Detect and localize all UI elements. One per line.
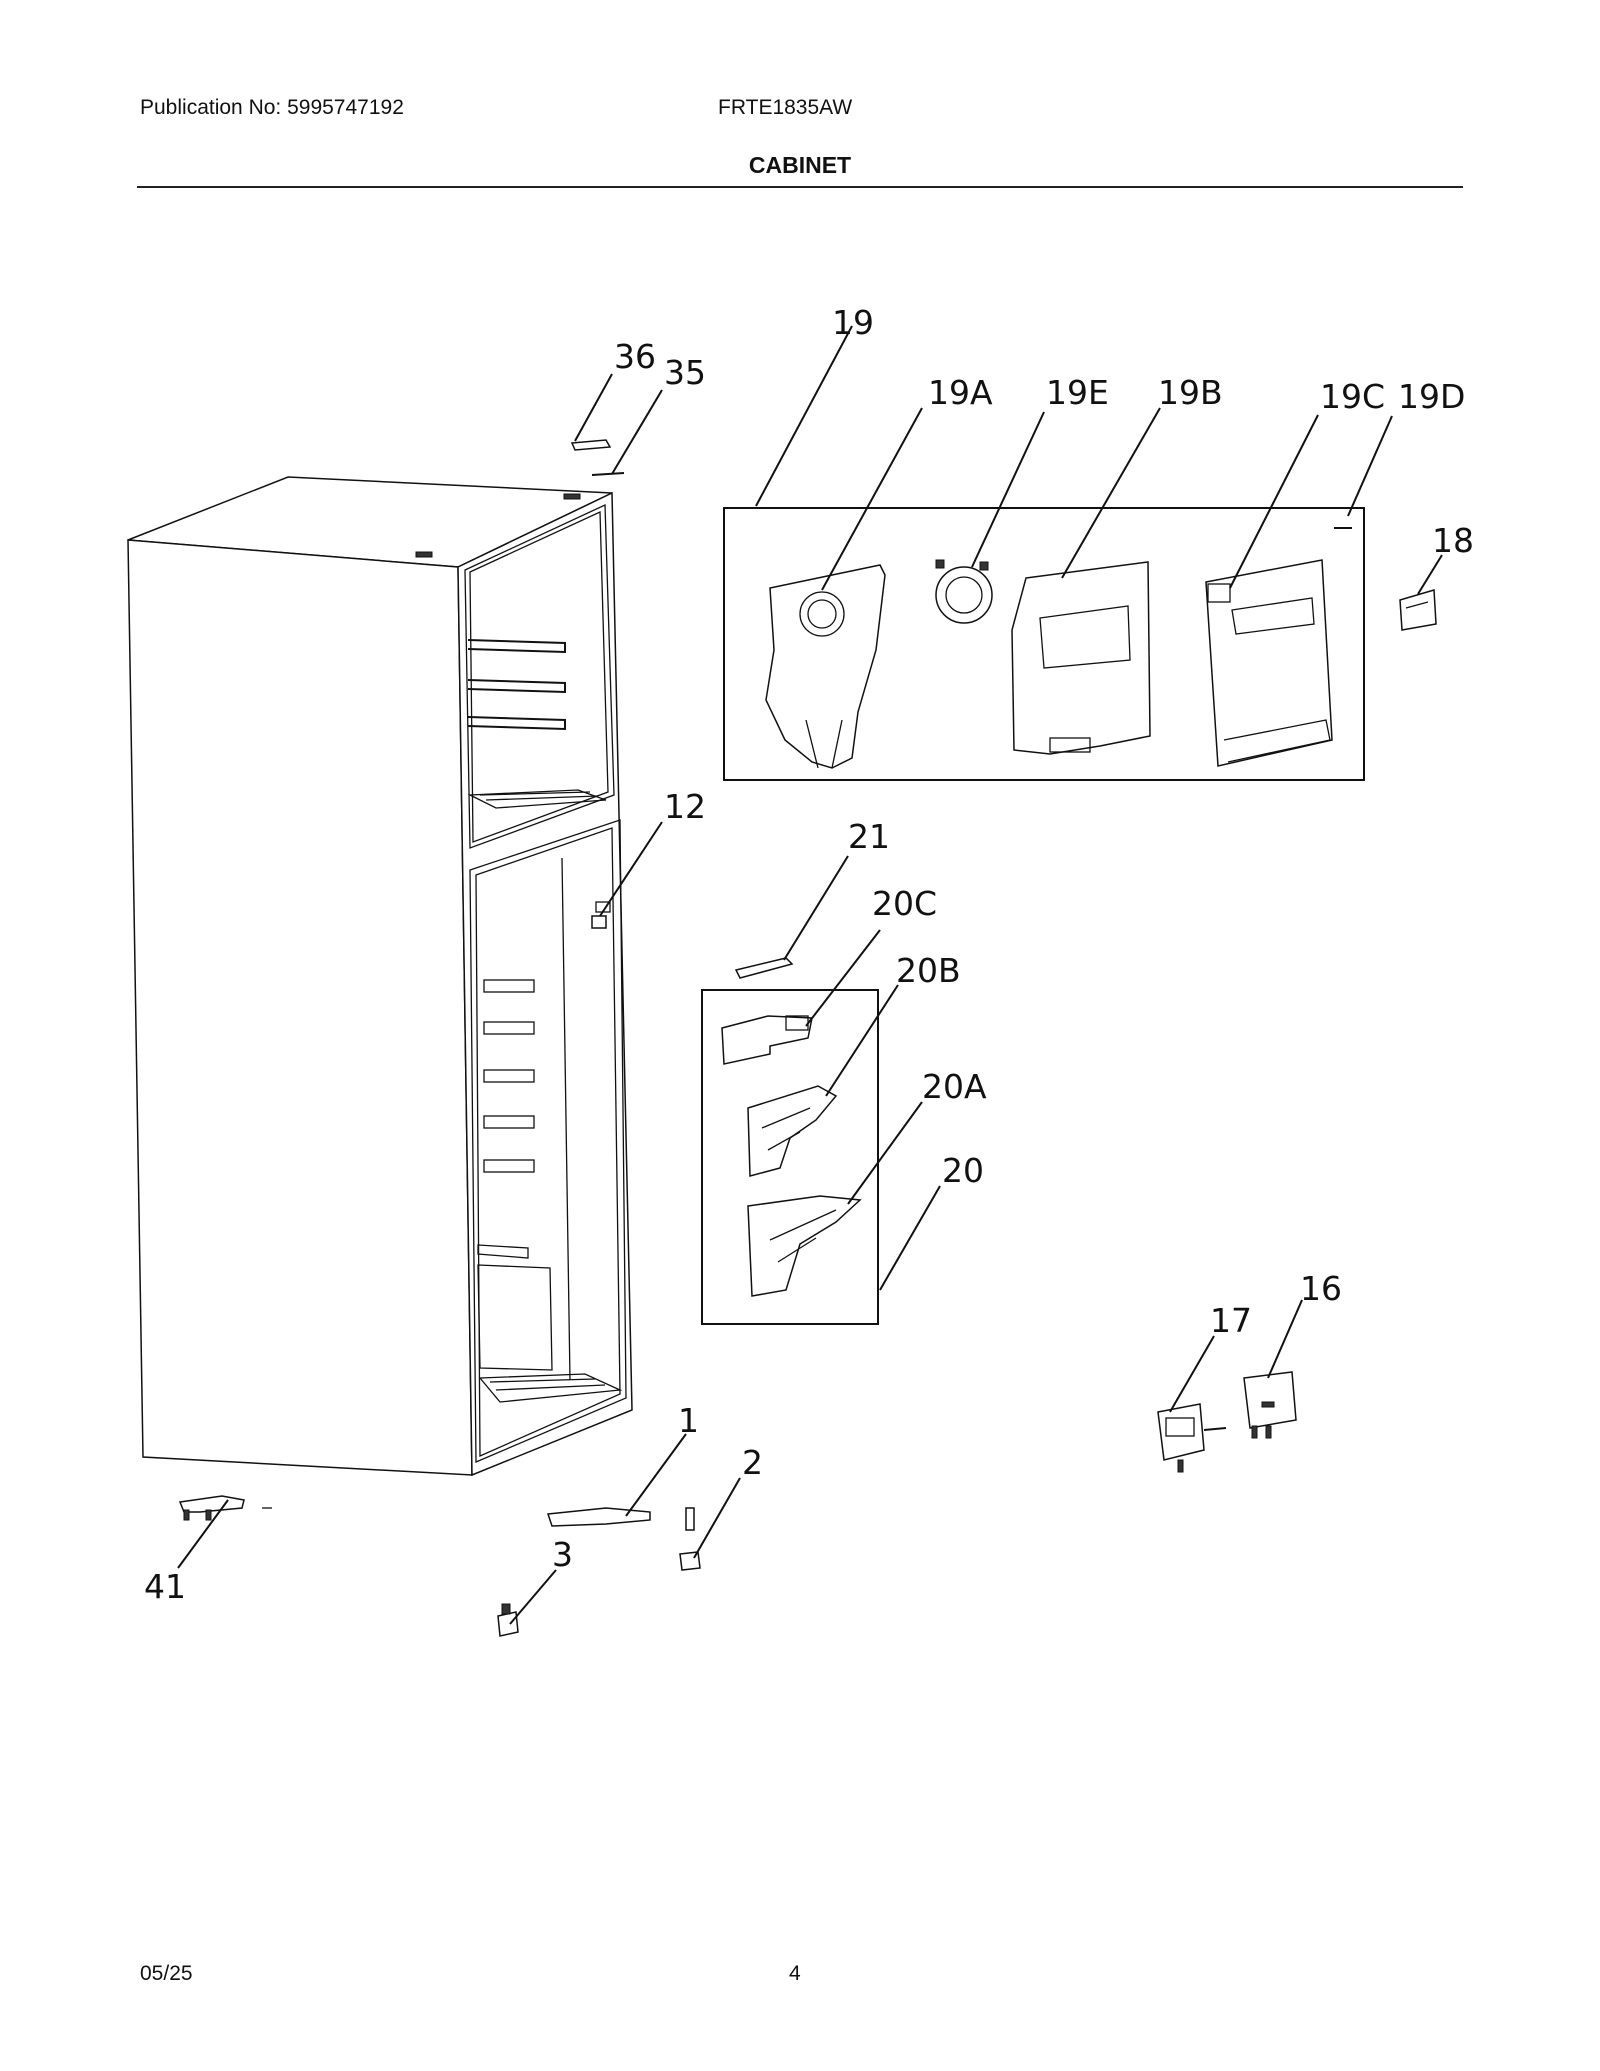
part-2: 2 — [679, 1443, 763, 1571]
part-12: 12 — [591, 787, 706, 929]
callout-19B: 19B — [1158, 373, 1223, 412]
part-3: 3 — [497, 1535, 573, 1637]
callout-19E: 19E — [1046, 373, 1109, 412]
part-36-35: 36 35 — [570, 337, 706, 476]
section-title: CABINET — [748, 152, 852, 178]
cabinet-body — [127, 476, 633, 1477]
callout-21: 21 — [848, 817, 890, 856]
page-number: 4 — [789, 1962, 801, 1985]
callout-18: 18 — [1432, 521, 1474, 560]
part-20-assembly: 20C 20B 20A 20 — [701, 884, 987, 1325]
callout-20A: 20A — [922, 1067, 987, 1106]
part-16: 16 — [1243, 1269, 1342, 1439]
callout-16: 16 — [1300, 1269, 1342, 1308]
callout-41: 41 — [144, 1567, 186, 1606]
part-19-assembly: 19 19A 19E 19B 19C 19D — [723, 303, 1465, 781]
part-21: 21 — [734, 817, 890, 979]
part-1: 1 — [546, 1401, 699, 1527]
callout-17: 17 — [1210, 1301, 1252, 1340]
part-41: 41 — [144, 1495, 272, 1606]
callout-1: 1 — [678, 1401, 699, 1440]
header-divider — [137, 186, 1463, 188]
part-17: 17 — [1157, 1301, 1252, 1473]
callout-19A: 19A — [928, 373, 993, 412]
callout-19D: 19D — [1398, 377, 1465, 416]
part-18: 18 — [1399, 521, 1474, 631]
callout-19C: 19C — [1320, 377, 1385, 416]
callout-36: 36 — [614, 337, 656, 376]
footer-date: 05/25 — [140, 1962, 193, 1985]
callout-20: 20 — [942, 1151, 984, 1190]
callout-20C: 20C — [872, 884, 937, 923]
callout-35: 35 — [664, 353, 706, 392]
model-number: FRTE1835AW — [718, 96, 853, 119]
callout-2: 2 — [742, 1443, 763, 1482]
callout-3: 3 — [552, 1535, 573, 1574]
callout-20B: 20B — [896, 951, 961, 990]
callout-12: 12 — [664, 787, 706, 826]
callout-19: 19 — [832, 303, 874, 342]
publication-number: Publication No: 5995747192 — [140, 96, 404, 119]
